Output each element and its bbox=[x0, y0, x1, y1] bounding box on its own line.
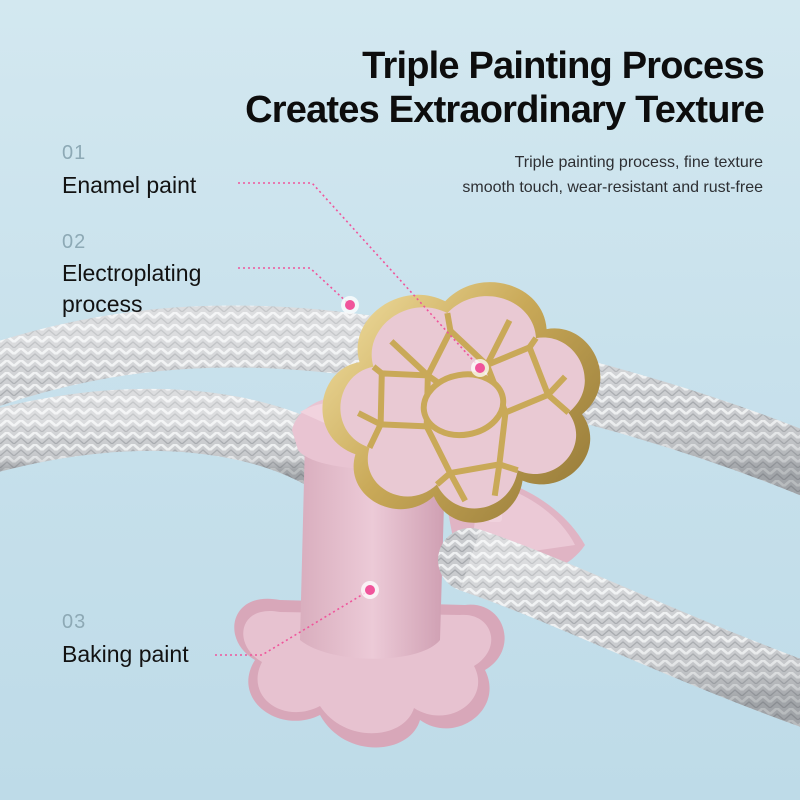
callout-label-line: Baking paint bbox=[62, 641, 189, 667]
headline-line-1: Triple Painting Process bbox=[362, 45, 765, 87]
callout-label-baking: Baking paint bbox=[62, 639, 189, 670]
callout-markers bbox=[341, 296, 489, 599]
callout-number-03: 03 bbox=[62, 611, 87, 633]
description: Triple painting process, fine texture sm… bbox=[462, 150, 763, 200]
description-line-1: Triple painting process, fine texture bbox=[514, 154, 763, 171]
callout-number-01: 01 bbox=[62, 142, 87, 164]
callout-connectors bbox=[215, 182, 481, 656]
gold-flower-cap bbox=[322, 282, 601, 523]
braided-cable-front bbox=[438, 528, 800, 727]
callout-label-electroplating: Electroplating process bbox=[62, 258, 201, 320]
description-line-2: smooth touch, wear-resistant and rust-fr… bbox=[462, 179, 763, 196]
callout-label-line: process bbox=[62, 291, 143, 317]
callout-label-line: Electroplating bbox=[62, 260, 202, 286]
headline: Triple Painting Process Creates Extraord… bbox=[245, 44, 765, 132]
headline-line-2: Creates Extraordinary Texture bbox=[245, 89, 765, 131]
callout-number-02: 02 bbox=[62, 231, 87, 253]
callout-label-enamel: Enamel paint bbox=[62, 170, 196, 201]
callout-label-line: Enamel paint bbox=[62, 172, 197, 198]
